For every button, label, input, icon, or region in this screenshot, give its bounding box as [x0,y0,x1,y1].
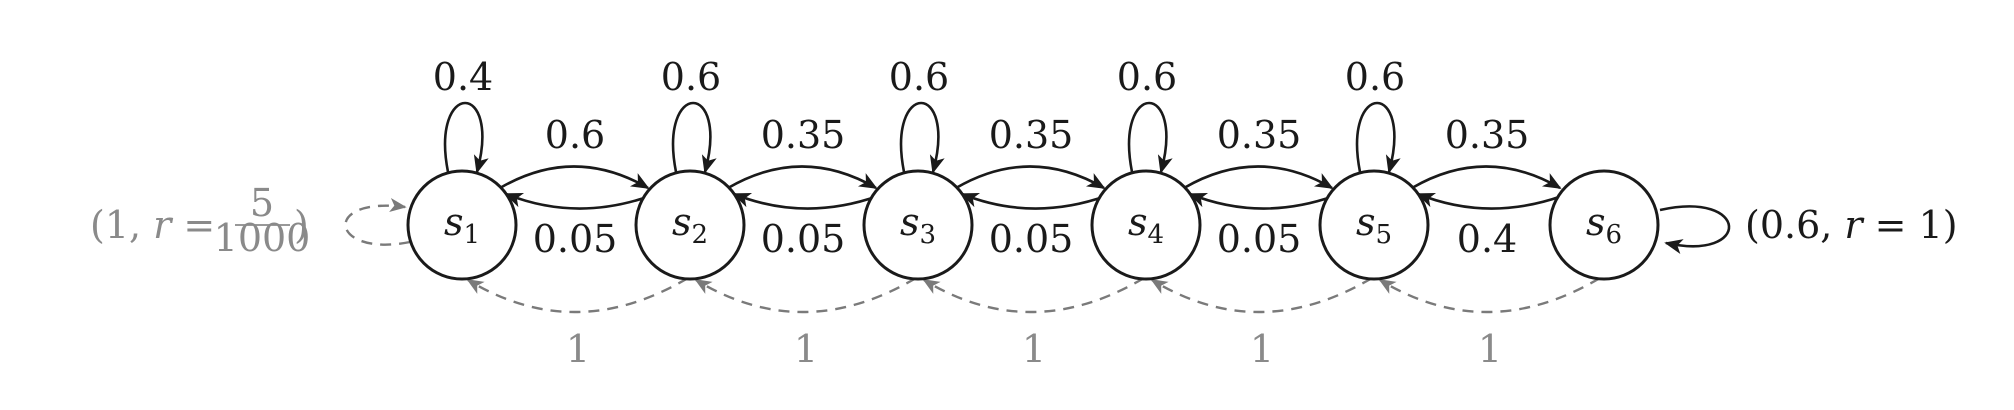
self-loops [443,101,1401,174]
self-loop-1 [443,101,489,174]
state-node-s1: s1 [406,169,518,281]
state-node-s3: s3 [862,169,974,281]
forward-labels: 0.6 0.35 0.35 0.35 0.35 [545,113,1530,157]
reset-arc-1 [466,276,689,314]
backward-label-4: 0.05 [1217,217,1302,261]
reset-arc-5 [1378,276,1601,314]
left-reward-label: (1, r = 5 1000 ) [90,181,310,260]
forward-arc-2 [727,165,878,190]
state-letter: s [672,200,692,244]
reset-arc-4 [1150,276,1373,314]
right-reward-open: (0.6, [1745,203,1844,247]
left-reward-close: ) [294,203,309,247]
self-loop-labels: 0.4 0.6 0.6 0.6 0.6 [433,55,1405,99]
state-index: 5 [1375,220,1392,250]
backward-label-2: 0.05 [761,217,846,261]
svg-text:s1: s1 [444,200,480,250]
state-letter: s [1586,200,1606,244]
self-loop-label-3: 0.6 [889,55,949,99]
svg-text:s6: s6 [1586,200,1622,250]
right-reward-eq: = 1) [1863,203,1958,247]
right-self-loop [1659,205,1731,254]
svg-text:(0.6, r = 1): (0.6, r = 1) [1745,203,1958,247]
state-index: 1 [463,220,480,250]
left-reward-denominator: 1000 [214,216,311,260]
state-letter: s [1128,200,1148,244]
backward-arc-3 [960,192,1107,210]
backward-arcs [504,192,1563,210]
state-index: 3 [919,220,936,250]
svg-text:(1, r =: (1, r = [90,203,215,247]
state-node-s5: s5 [1318,169,1430,281]
state-node-s4: s4 [1090,169,1202,281]
state-letter: s [900,200,920,244]
self-loop-label-4: 0.6 [1117,55,1177,99]
state-index: 6 [1605,220,1622,250]
backward-labels: 0.05 0.05 0.05 0.05 0.4 [533,217,1518,261]
svg-text:s5: s5 [1356,200,1392,250]
self-loop-label-5: 0.6 [1345,55,1405,99]
left-reward-r: r [153,203,174,247]
forward-label-5: 0.35 [1445,113,1530,157]
forward-arc-4 [1183,165,1334,190]
reset-label-4: 1 [1250,327,1274,371]
reset-label-2: 1 [794,327,818,371]
self-loop-4 [1127,101,1173,174]
state-letter: s [1356,200,1376,244]
state-index: 2 [691,220,708,250]
self-loop-3 [899,101,945,174]
self-loop-2 [671,101,717,174]
state-node-s6: s6 [1548,169,1660,281]
left-reward-open: (1, [90,203,153,247]
forward-arc-3 [955,165,1106,190]
reset-label-1: 1 [566,327,590,371]
svg-text:s4: s4 [1128,200,1164,250]
backward-arc-1 [504,192,651,210]
state-index: 4 [1147,220,1164,250]
reset-label-5: 1 [1478,327,1502,371]
backward-label-3: 0.05 [989,217,1074,261]
left-dashed-self-loop [344,198,411,246]
reset-arc-3 [922,276,1145,314]
self-loop-5 [1355,101,1401,174]
right-reward-label: (0.6, r = 1) [1745,203,1958,247]
forward-label-4: 0.35 [1217,113,1302,157]
state-nodes: s1 s2 s3 s4 s5 s6 [406,169,1660,281]
left-reward-eq: = [171,203,215,247]
state-letter: s [444,200,464,244]
forward-arc-1 [499,165,650,190]
reset-arc-2 [694,276,917,314]
reset-arcs [466,276,1601,314]
svg-text:s2: s2 [672,200,708,250]
self-loop-label-2: 0.6 [661,55,721,99]
backward-label-1: 0.05 [533,217,618,261]
reset-labels: 1 1 1 1 1 [566,327,1502,371]
state-node-s2: s2 [634,169,746,281]
backward-arc-2 [732,192,879,210]
backward-arc-5 [1416,192,1563,210]
forward-label-1: 0.6 [545,113,605,157]
forward-label-2: 0.35 [761,113,846,157]
forward-arcs [499,165,1562,190]
forward-arc-5 [1411,165,1562,190]
forward-label-3: 0.35 [989,113,1074,157]
backward-arc-4 [1188,192,1335,210]
svg-text:s3: s3 [900,200,936,250]
self-loop-label-1: 0.4 [433,55,493,99]
backward-label-5: 0.4 [1457,217,1517,261]
reset-label-3: 1 [1022,327,1046,371]
left-reward-numerator: 5 [250,181,274,225]
right-reward-r: r [1844,203,1865,247]
